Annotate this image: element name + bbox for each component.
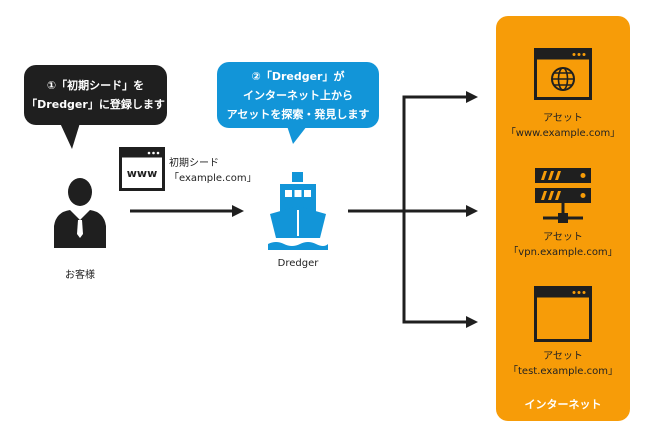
bubble-tail <box>60 123 80 149</box>
dredger-speech-bubble: ②「Dredger」が インターネット上から アセットを探索・発見します <box>217 62 379 144</box>
blank-browser-icon <box>534 286 592 342</box>
seed-label-line1: 初期シード <box>169 158 219 169</box>
user-label: お客様 <box>65 270 95 281</box>
www-text: www <box>127 167 158 180</box>
seed-label-line2: 「example.com」 <box>169 173 257 184</box>
seed-label: 初期シード 「example.com」 <box>169 156 257 186</box>
globe-browser-icon <box>534 48 592 100</box>
asset-vpn-line2: 「vpn.example.com」 <box>508 247 618 258</box>
asset-vpn-label: アセット 「vpn.example.com」 <box>496 230 630 260</box>
dredger-label: Dredger <box>277 258 319 269</box>
asset-www-label: アセット 「www.example.com」 <box>496 111 630 141</box>
dredger-bubble-line1: ②「Dredger」が <box>251 70 345 83</box>
internet-label: インターネット <box>524 398 602 411</box>
user-speech-bubble: ①「初期シード」を 「Dredger」に登録します <box>24 65 167 149</box>
dredger-bubble-line3: アセットを探索・発見します <box>226 108 370 121</box>
user-person-icon <box>54 178 106 248</box>
dredger-bubble-line2: インターネット上から <box>243 89 353 102</box>
www-browser-icon: www <box>119 147 165 191</box>
asset-test-label: アセット 「test.example.com」 <box>496 349 630 379</box>
dredger-ship-icon <box>268 172 328 250</box>
asset-test-line1: アセット <box>543 351 583 362</box>
user-bubble-line1: ①「初期シード」を <box>46 79 145 92</box>
asset-www-line2: 「www.example.com」 <box>505 128 621 139</box>
server-icon <box>535 168 591 223</box>
asset-www-line1: アセット <box>543 113 583 124</box>
asset-vpn-line1: アセット <box>543 232 583 243</box>
user-bubble-line2: 「Dredger」に登録します <box>26 98 165 111</box>
asset-test-line2: 「test.example.com」 <box>508 366 618 377</box>
bubble-tail <box>287 126 307 144</box>
